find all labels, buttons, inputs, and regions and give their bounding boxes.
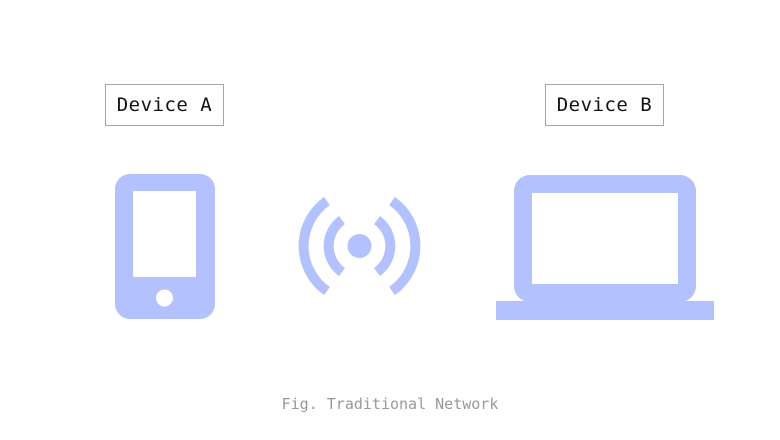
phone-home-button: [156, 289, 173, 307]
laptop-base: [496, 301, 714, 320]
figure-caption: Fig. Traditional Network: [281, 395, 499, 413]
wireless-signal-icon: [298, 196, 421, 296]
device-b-label: Device B: [545, 84, 664, 126]
device-b-label-text: Device B: [556, 94, 653, 116]
smartphone-icon: [115, 174, 215, 319]
device-a-label-text: Device A: [116, 94, 213, 116]
device-a-label: Device A: [105, 84, 224, 126]
laptop-icon: [496, 175, 714, 320]
